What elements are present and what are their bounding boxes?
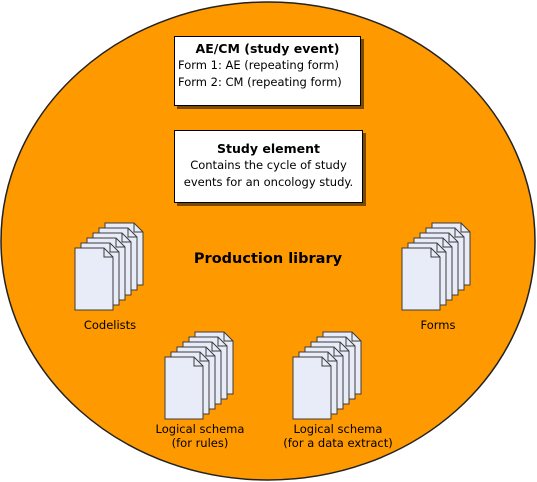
schema_rules-page-fold [199,352,209,362]
forms-document-stack [401,222,471,311]
study-element-box: Study element Contains the cycle of stud… [174,130,363,203]
production-library-label: Production library [193,251,343,267]
codelists-page-fold [115,238,125,248]
schema_rules-page-fold [217,337,227,347]
schema_rules-document-page [164,356,204,420]
logical-schema-extract-line-1: Logical schema [293,422,383,436]
logical-schema-rules-label: Logical schema (for rules) [140,422,260,450]
study-event-box: AE/CM (study event) Form 1: AE (repeatin… [174,36,361,106]
forms-label: Forms [420,318,456,332]
forms-page-fold [436,243,446,253]
schema_rules-page-fold [193,357,203,367]
study-element-description-2: events for an oncology study. [183,175,354,189]
schema_rules-page-fold [205,347,215,357]
forms-page-fold [448,233,458,243]
study-element-title: Study element [217,141,320,156]
study-event-form-1: Form 1: AE (repeating form) [178,58,339,72]
forms-page-fold [430,248,440,258]
codelists-document-page [74,247,114,311]
logical-schema-extract-label: Logical schema (for a data extract) [268,422,408,450]
study-event-form-2: Form 2: CM (repeating form) [178,75,342,89]
schema_extract-page-fold [333,347,343,357]
schema_extract-page-fold [345,337,355,347]
codelists-page-fold [121,233,131,243]
forms-document-page [401,247,441,311]
forms-page-fold [442,238,452,248]
schema_rules-page-fold [223,332,233,342]
codelists-page-fold [133,223,143,233]
forms-page-fold [454,228,464,238]
logical-schema-rules-line-2: (for rules) [171,436,229,450]
logical-schema-extract-document-stack [292,331,362,420]
codelists-page-fold [103,248,113,258]
forms-page-fold [460,223,470,233]
logical-schema-rules-line-1: Logical schema [155,422,245,436]
logical-schema-extract-line-2: (for a data extract) [283,436,393,450]
codelists-page-fold [109,243,119,253]
study-event-title: AE/CM (study event) [195,41,340,56]
schema_extract-page-fold [351,332,361,342]
schema_extract-page-fold [327,352,337,362]
codelists-page-fold [127,228,137,238]
schema_extract-page-fold [339,342,349,352]
logical-schema-rules-document-stack [164,331,234,420]
schema_rules-page-fold [211,342,221,352]
study-element-description-1: Contains the cycle of study [190,158,347,172]
schema_extract-page-fold [321,357,331,367]
codelists-label: Codelists [83,318,137,332]
schema_extract-document-page [292,356,332,420]
codelists-document-stack [74,222,144,311]
